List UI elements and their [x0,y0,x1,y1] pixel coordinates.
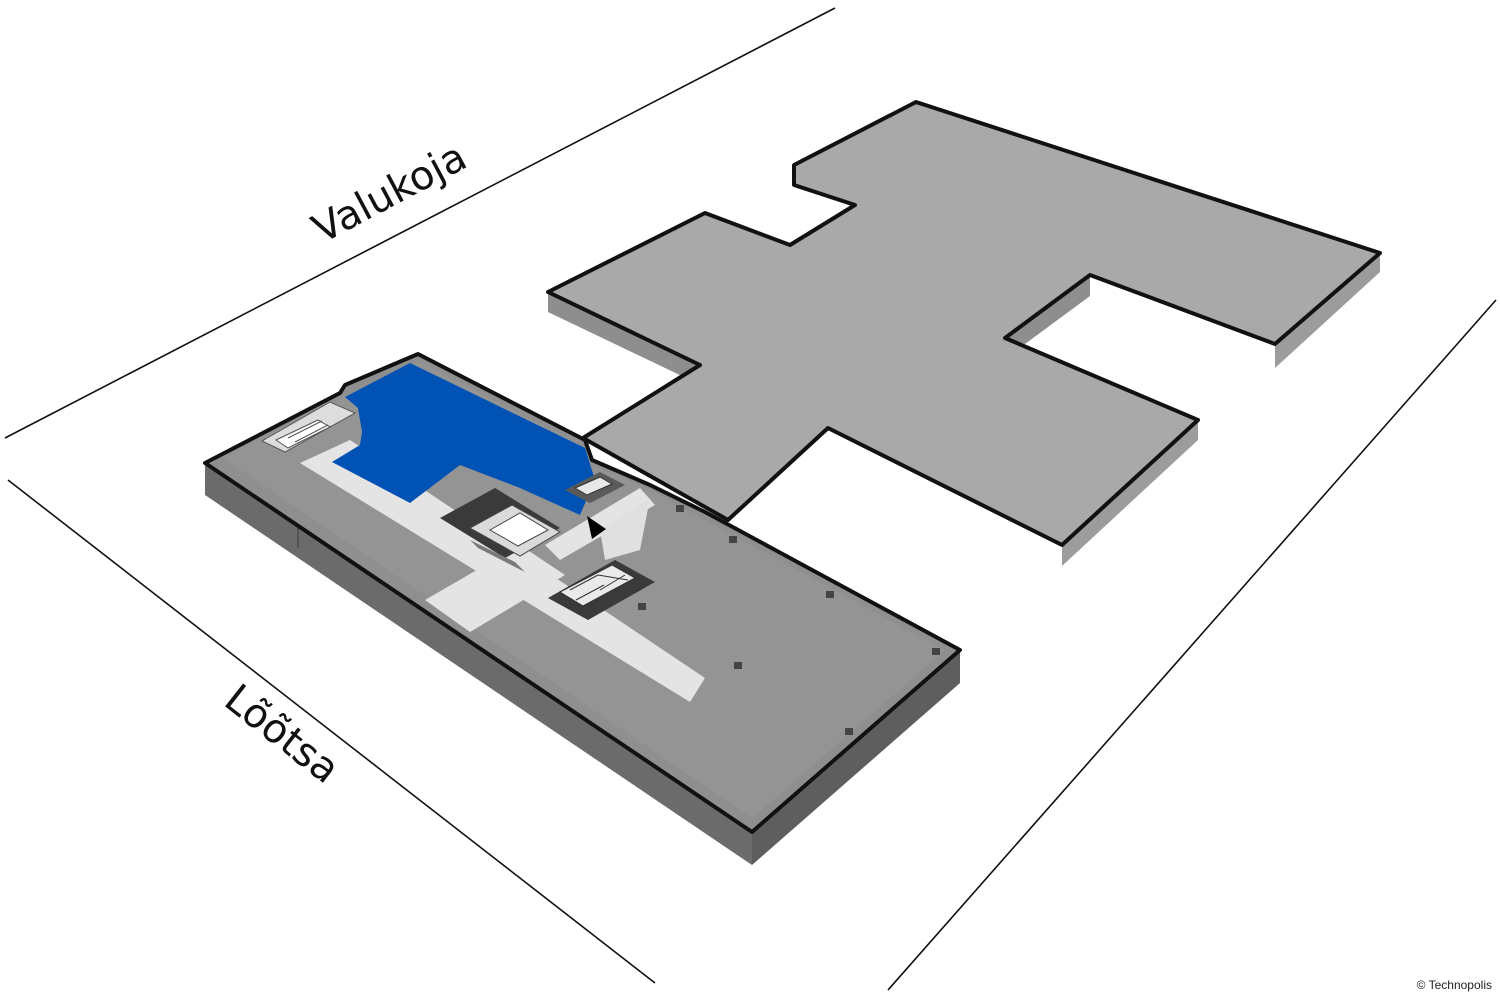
corridor-upper [600,498,650,560]
building-side-face [1062,420,1198,566]
corridor-north [545,488,655,560]
location-marker-icon [587,516,606,539]
core-east [548,560,655,620]
column-mark [845,728,853,735]
street-line-east [887,299,1497,991]
building-top [546,100,1382,547]
corridor-cross [425,545,565,632]
copyright-notice: © Technopolis [1416,978,1492,992]
column-mark [932,648,940,655]
building-side-face [1275,253,1380,368]
column-mark [734,662,742,669]
core-center [440,488,561,572]
column-mark [676,505,684,512]
street-line-lootsa [7,479,656,984]
column-mark [826,591,834,598]
highlighted-space [332,363,595,515]
core-north [565,472,625,503]
street-line-valukoja [4,7,836,439]
floor-side-east [752,650,960,865]
core-west [260,401,357,453]
floor-side-south [205,463,752,865]
column-mark [638,603,646,610]
building-active-floor [203,352,962,865]
building-main [546,100,1382,566]
building-side-face [548,292,700,378]
column-mark [729,536,737,543]
street-label-valukoja: Valukoja [305,134,474,253]
